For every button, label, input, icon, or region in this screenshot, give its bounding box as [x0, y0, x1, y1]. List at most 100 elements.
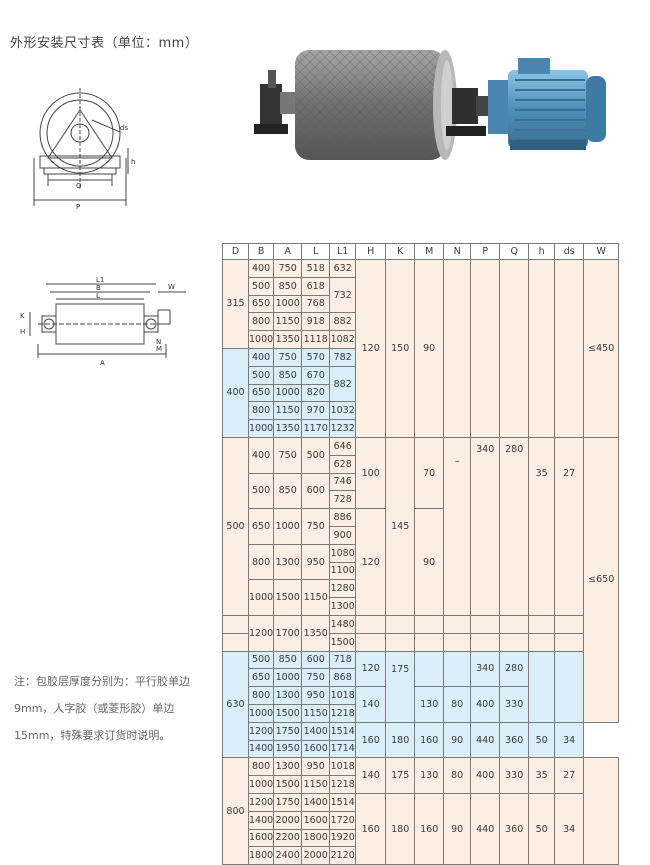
- table-cell: 1750: [273, 792, 303, 812]
- table-cell: 1000: [247, 330, 275, 349]
- table-cell: 330: [499, 686, 530, 723]
- table-cell: 718: [329, 650, 357, 670]
- table-cell: 1150: [301, 775, 331, 794]
- table-cell: 35: [528, 436, 556, 616]
- table-cell: 1600: [247, 828, 275, 848]
- table-cell: 850: [273, 276, 303, 296]
- header-small-h: h: [528, 243, 556, 260]
- table-cell: 1600: [301, 739, 331, 759]
- table-cell: 175: [385, 757, 416, 794]
- table-cell: 90: [414, 259, 445, 438]
- table-cell: 800: [247, 312, 275, 332]
- table-cell: 1200: [247, 792, 275, 812]
- table-cell: 315: [222, 259, 249, 349]
- table-row: 500 400 750 500 646 100 145 70 – 340 280…: [222, 436, 620, 723]
- table-cell: 646: [329, 436, 357, 456]
- table-cell: 1300: [273, 543, 303, 581]
- table-cell: 750: [273, 436, 303, 474]
- table-row: 1200 1750 1400 1514 160 180 160 90 440 3…: [222, 792, 619, 865]
- label-k: K: [20, 312, 25, 320]
- table-cell: 140: [355, 757, 387, 794]
- table-cell: 90: [443, 721, 472, 759]
- table-cell: 34: [554, 721, 585, 759]
- table-cell: 50: [528, 721, 556, 759]
- table-row: 1200 1750 1400 1514 160 180 160 90 440 3…: [222, 721, 619, 759]
- label-l: L: [96, 292, 100, 300]
- table-cell: 1000: [247, 419, 275, 438]
- header-p: P: [470, 243, 501, 260]
- table-cell: 1300: [273, 757, 303, 777]
- table-cell: 950: [301, 686, 331, 705]
- table-cell: 1170: [301, 419, 331, 438]
- table-cell: 1500: [273, 703, 303, 723]
- table-cell: 1280: [329, 579, 357, 599]
- footnote-line: 15mm，特殊要求订货时说明。: [14, 729, 171, 742]
- label-ds: ds: [120, 124, 128, 132]
- table-cell: [222, 614, 249, 634]
- table-cell: 1400: [301, 792, 331, 812]
- table-cell: 280: [499, 650, 530, 688]
- table-cell: 600: [301, 650, 331, 670]
- footnote: 注：包胶层厚度分别为：平行胶单边 9mm，人字胶（或菱形胶）单边 15mm，特殊…: [14, 668, 209, 749]
- table-cell: 90: [443, 792, 472, 865]
- table-cell: 1750: [273, 721, 303, 741]
- table-cell: 120: [355, 259, 387, 438]
- page-title: 外形安装尺寸表（单位：mm）: [10, 36, 199, 51]
- table-cell: 2000: [301, 846, 331, 865]
- table-cell: 180: [385, 792, 416, 865]
- table-cell: 746: [329, 472, 357, 492]
- table-cell: 160: [355, 792, 387, 865]
- table-cell: 1000: [247, 703, 275, 723]
- table-cell: 1000: [273, 508, 303, 545]
- table-cell: 2120: [329, 846, 357, 865]
- header-w: W: [583, 243, 620, 260]
- table-cell: 500: [301, 436, 331, 474]
- table-cell: 628: [329, 454, 357, 474]
- table-cell: 650: [247, 294, 275, 314]
- table-cell: [443, 614, 472, 634]
- table-cell: 1300: [329, 597, 357, 616]
- table-cell: 800: [247, 757, 275, 777]
- table-cell: 1032: [329, 401, 357, 421]
- footnote-line: 注：包胶层厚度分别为：平行胶单边: [14, 675, 190, 688]
- table-cell: [355, 632, 387, 652]
- header-q: Q: [499, 243, 530, 260]
- table-cell: 400: [222, 347, 249, 438]
- side-view-diagram: L1 B L W K H N M A: [20, 276, 186, 367]
- table-cell: 950: [301, 757, 331, 777]
- table-cell: [385, 632, 416, 652]
- label-q: Q: [76, 182, 82, 190]
- bearing-right: [452, 88, 478, 124]
- header-b: B: [247, 243, 275, 260]
- table-cell: [528, 650, 556, 723]
- table-cell: 1000: [247, 775, 275, 794]
- table-cell: [528, 614, 556, 634]
- table-cell: 100: [355, 436, 387, 510]
- table-cell: 400: [247, 436, 275, 474]
- table-cell: 145: [385, 436, 416, 616]
- table-cell: 27: [554, 757, 585, 794]
- table-cell: 950: [301, 543, 331, 581]
- table-cell: [355, 614, 387, 634]
- table-cell: 340: [470, 650, 501, 688]
- table-cell: [443, 650, 472, 688]
- table-cell: 630: [222, 650, 249, 759]
- table-cell: 400: [470, 686, 501, 723]
- label-p: P: [76, 203, 80, 211]
- table-cell: 1200: [247, 614, 275, 652]
- table-cell: 1150: [273, 312, 303, 332]
- table-cell: 1000: [273, 383, 303, 403]
- table-cell: 70: [414, 436, 445, 510]
- header-a: A: [273, 243, 303, 260]
- table-cell: 160: [414, 721, 445, 759]
- table-cell: 1200: [247, 721, 275, 741]
- table-cell: 1400: [301, 721, 331, 741]
- table-cell: 2200: [273, 828, 303, 848]
- table-cell: 1500: [329, 632, 357, 652]
- end-view-diagram: ds h Q P: [33, 88, 135, 211]
- table-cell: 1600: [301, 810, 331, 830]
- table-cell: 130: [414, 757, 445, 794]
- table-cell: 1500: [273, 775, 303, 794]
- table-cell: 750: [273, 347, 303, 367]
- table-cell: ≤650: [583, 436, 620, 723]
